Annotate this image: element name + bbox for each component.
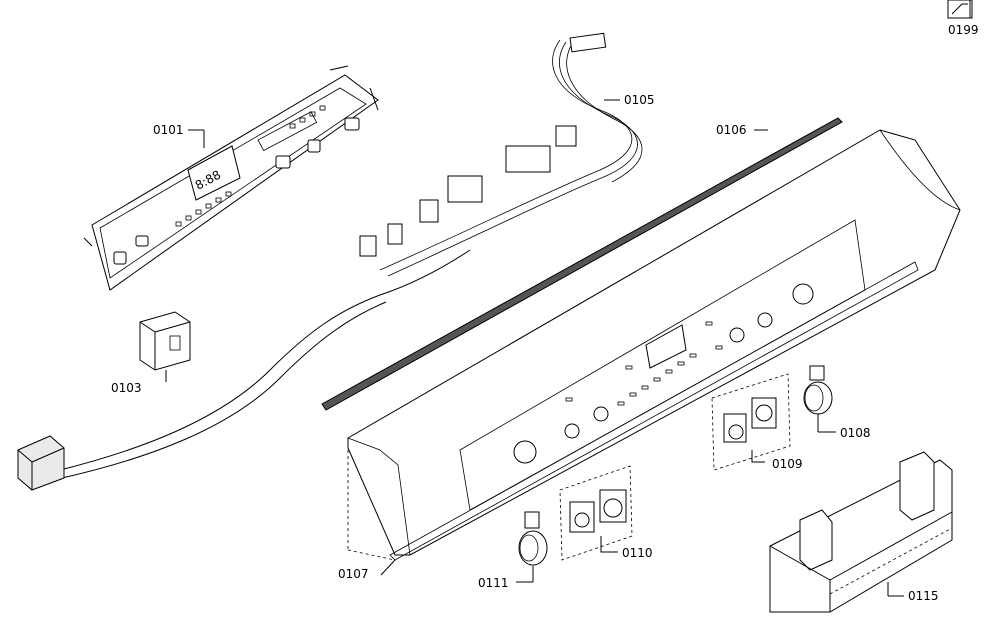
part-0109-button-pair bbox=[711, 373, 791, 471]
label-0111: 0111 bbox=[478, 576, 509, 590]
leader-lines bbox=[188, 99, 904, 597]
label-0109: 0109 bbox=[772, 457, 803, 471]
label-0101: 0101 bbox=[153, 123, 184, 137]
label-0110: 0110 bbox=[622, 546, 653, 560]
label-0115: 0115 bbox=[908, 589, 939, 603]
part-0111-knob bbox=[518, 511, 548, 582]
part-0110-button-pair bbox=[559, 465, 633, 561]
part-0108-knob bbox=[803, 365, 833, 432]
label-0199: 0199 bbox=[948, 23, 979, 37]
label-0105: 0105 bbox=[624, 93, 655, 107]
part-0199-icon bbox=[947, 0, 973, 19]
part-0115-base-bracket bbox=[769, 451, 953, 613]
panel-knob-holes bbox=[513, 283, 814, 464]
part-0107-control-panel bbox=[347, 129, 961, 561]
part-0105-wiring-harness bbox=[359, 32, 643, 277]
harness-connectors bbox=[359, 125, 577, 257]
part-0101-control-board: 8:88 bbox=[83, 65, 379, 291]
label-0108: 0108 bbox=[840, 426, 871, 440]
panel-indicator-slots bbox=[565, 321, 723, 406]
cable-assembly bbox=[17, 249, 471, 491]
part-0103-connector bbox=[139, 311, 191, 382]
part-0106-seal-strip bbox=[321, 117, 843, 411]
label-0106: 0106 bbox=[716, 123, 747, 137]
board-led-row bbox=[175, 105, 326, 227]
label-0107: 0107 bbox=[338, 567, 369, 581]
label-0103: 0103 bbox=[111, 381, 142, 395]
